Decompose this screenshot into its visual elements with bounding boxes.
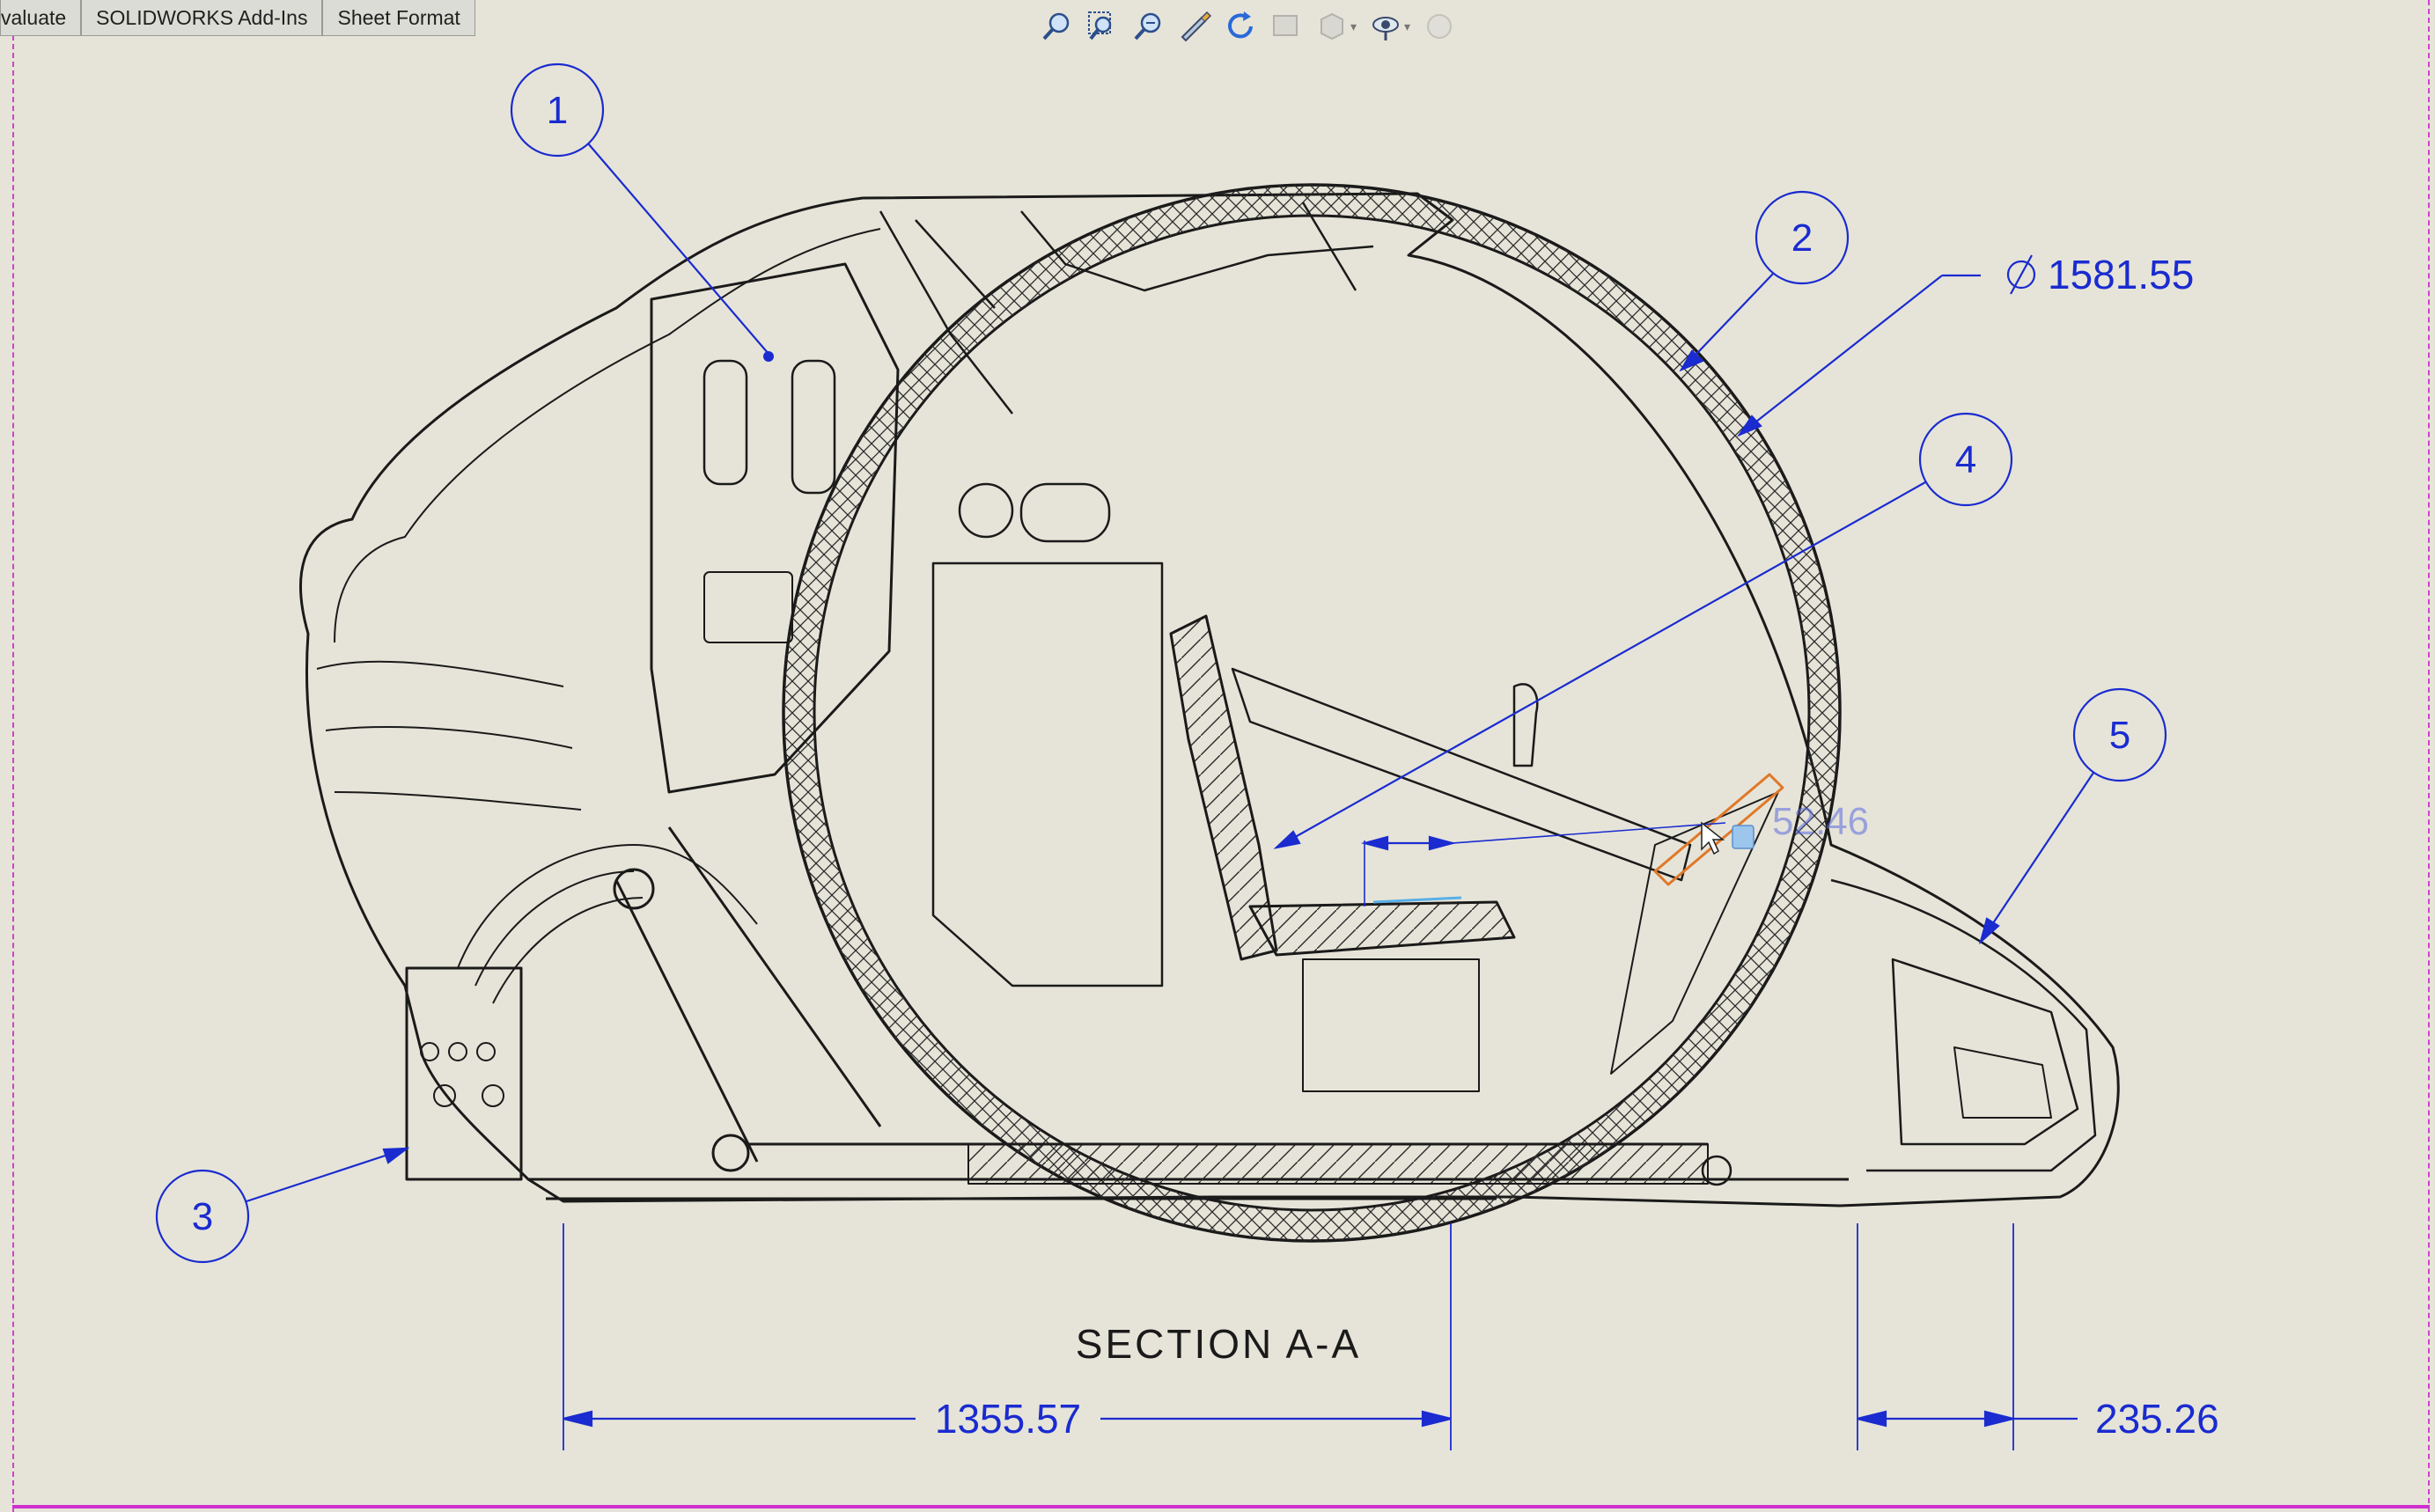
cabinet-window-left: [703, 359, 748, 486]
joystick: [1512, 683, 1539, 767]
cabinet-panel: [703, 571, 793, 643]
interior-console: [931, 561, 1164, 987]
cable-bundle: [457, 844, 758, 1004]
front-canopy-lines: [316, 660, 582, 811]
sketch-tools-icon[interactable]: [1174, 6, 1215, 47]
balloon-1-label: 1: [547, 89, 568, 132]
sheet-border-right: [2428, 0, 2430, 1512]
diameter-value: 1581.55: [2048, 252, 2194, 297]
pedal-highlight: [1653, 773, 1784, 886]
heads-up-view-toolbar: ▾ ▾: [1037, 4, 1460, 49]
view-orientation-icon[interactable]: [1312, 6, 1352, 47]
rear-length-dimension[interactable]: 235.26: [1857, 1223, 2219, 1450]
zoom-to-area-icon[interactable]: [1083, 6, 1123, 47]
control-panel: [1231, 667, 1692, 882]
tank-2: [1019, 482, 1111, 543]
chevron-down-icon[interactable]: ▾: [1404, 18, 1411, 33]
rear-length-value: 235.26: [2095, 1396, 2219, 1442]
outer-shell-inner-line: [334, 228, 881, 643]
inline-dimension-value: 52.46: [1772, 800, 1869, 843]
tank-1: [958, 482, 1014, 539]
command-manager-tabs: valuate SOLIDWORKS Add-Ins Sheet Format: [0, 0, 475, 37]
lock-icon: [1732, 825, 1755, 849]
balloon-5-label: 5: [2109, 714, 2130, 757]
linkage-arm: [614, 826, 882, 1163]
tab-sheet-format[interactable]: Sheet Format: [322, 0, 475, 36]
balloon-5[interactable]: 5: [1978, 687, 2167, 945]
hide-show-items-icon[interactable]: [1365, 6, 1406, 47]
diameter-symbol-icon: [2006, 254, 2036, 295]
balloon-4-label: 4: [1955, 438, 1976, 481]
rotate-view-icon[interactable]: [1220, 6, 1261, 47]
section-view-geometry[interactable]: [299, 183, 2120, 1243]
rear-tail: [1830, 878, 2097, 1172]
ring-inner: [813, 214, 1811, 1212]
sheet-border-left: [12, 35, 14, 1512]
ring-hatch: [783, 185, 1840, 1241]
balloon-4[interactable]: 4: [1273, 412, 2013, 849]
upper-frame-arms: [879, 202, 1374, 415]
balloon-1[interactable]: 1: [510, 62, 774, 362]
seat-base: [1302, 958, 1480, 1092]
balloon-2[interactable]: 2: [1679, 190, 1850, 372]
balloon-3-label: 3: [192, 1195, 213, 1238]
zoom-in-out-icon[interactable]: [1129, 6, 1169, 47]
zoom-to-fit-icon[interactable]: [1037, 6, 1078, 47]
chevron-down-icon[interactable]: ▾: [1350, 18, 1357, 33]
electrical-box: [405, 966, 523, 1181]
tab-solidworks-add-ins[interactable]: SOLIDWORKS Add-Ins: [81, 0, 323, 36]
inline-dimension[interactable]: 52.46: [1360, 800, 1869, 906]
diameter-dimension[interactable]: 1581.55: [1737, 252, 2194, 437]
sheet-border-bottom: [12, 1505, 2430, 1508]
cabinet-frame: [650, 262, 900, 794]
cabinet-window-right: [791, 359, 836, 495]
appearance-icon[interactable]: [1419, 6, 1460, 47]
display-style-icon[interactable]: [1266, 6, 1306, 47]
outer-shell-outline: [299, 192, 2120, 1207]
cursor-icon: [1701, 821, 1725, 855]
floor-hatch: [967, 1143, 1709, 1185]
tail-vent: [1953, 1046, 2052, 1119]
base-length-value: 1355.57: [935, 1396, 1081, 1442]
section-label: SECTION A-A: [1076, 1321, 1361, 1367]
tab-evaluate[interactable]: valuate: [0, 0, 82, 36]
pedal-bracket: [1610, 791, 1779, 1075]
base-length-dimension[interactable]: 1355.57: [563, 1223, 1452, 1450]
balloon-3[interactable]: 3: [155, 1147, 410, 1264]
balloon-2-label: 2: [1791, 217, 1813, 260]
annotations[interactable]: 1 2 3 4 5: [155, 62, 2219, 1450]
seat-cushion: [1248, 900, 1516, 957]
